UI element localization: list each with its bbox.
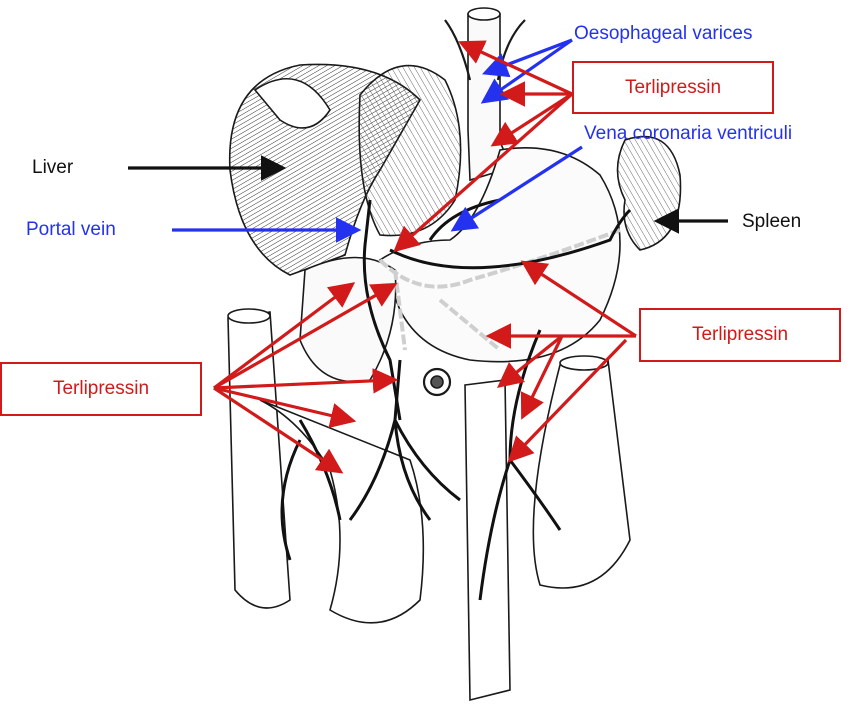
portal-vein xyxy=(362,199,402,421)
rectum xyxy=(464,379,511,702)
terlipressin-left-arrow-4 xyxy=(213,386,357,429)
terlipressin-box-top: Terlipressin xyxy=(572,61,774,114)
vena-coronaria-ventriculi-label: Vena coronaria ventriculi xyxy=(584,123,793,144)
terlipressin-box-right: Terlipressin xyxy=(639,308,841,362)
terlipressin-left-arrow-1 xyxy=(213,282,356,390)
superior-mesenteric-vein xyxy=(348,359,461,521)
terlipressin-top-arrow-4 xyxy=(393,92,574,253)
spleen-label: Spleen xyxy=(742,211,802,232)
terlipressin-box-left: Terlipressin xyxy=(0,362,202,416)
ascending-colon xyxy=(227,311,291,609)
coronary-vein-arrow xyxy=(450,145,583,232)
terlipressin-top-arrow-1 xyxy=(458,40,573,96)
descending-colon xyxy=(532,359,631,589)
terlipressin-left-arrow-3 xyxy=(213,368,399,394)
terlipressin-right-arrow-1 xyxy=(520,260,637,338)
label-arrows xyxy=(128,38,728,474)
varices-arrow-1 xyxy=(482,38,573,78)
terlipressin-top-arrow-3 xyxy=(490,92,573,147)
terlipressin-left-arrow-2 xyxy=(213,282,398,390)
terlipressin-left-arrow-5 xyxy=(213,386,344,474)
liver-caudate xyxy=(358,64,462,237)
terlipressin-right-arrow-3 xyxy=(497,334,563,388)
terlipressin-right-arrow-5 xyxy=(507,338,628,463)
portal-vein-label: Portal vein xyxy=(26,219,116,240)
liver-label: Liver xyxy=(32,157,74,178)
splenic-vein xyxy=(389,208,632,270)
terlipressin-right-arrow-4 xyxy=(520,335,564,420)
duodenum xyxy=(299,256,397,383)
oesophageal-varices-label: Oesophageal varices xyxy=(574,23,753,44)
stomach xyxy=(379,147,621,363)
spleen xyxy=(616,135,682,251)
